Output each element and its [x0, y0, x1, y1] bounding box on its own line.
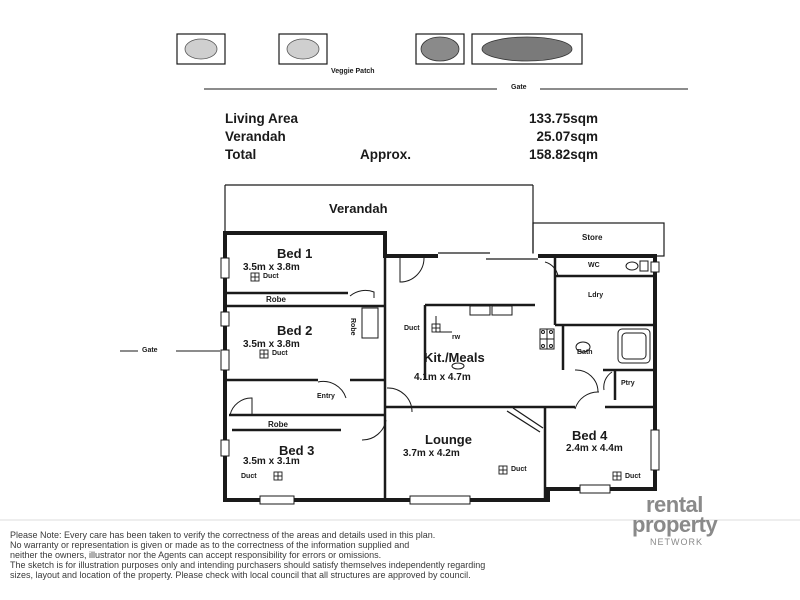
verandah-outline: [224, 184, 665, 257]
bed1-name: Bed 1: [277, 246, 313, 261]
kitchen-name: Kit./Meals: [424, 350, 485, 365]
ptry-label: Ptry: [621, 380, 635, 387]
disclaimer-line1: Please Note: Every care has been taken t…: [10, 530, 436, 540]
bed1-dims: 3.5m x 3.8m: [243, 262, 300, 273]
total-area-value: 158.82sqm: [528, 147, 598, 162]
wc-label: WC: [588, 262, 600, 269]
total-area-label: Total: [225, 147, 257, 162]
door-swings: [229, 257, 613, 441]
watermark-line3: NETWORK: [650, 537, 703, 547]
disclaimer-line2: No warranty or representation is given o…: [10, 540, 410, 550]
total-approx-label: Approx.: [360, 147, 412, 162]
bathroom-fixtures: [575, 260, 651, 364]
verandah-label: Verandah: [329, 201, 388, 216]
living-area-label: Living Area: [225, 111, 299, 126]
lounge-dims: 3.7m x 4.2m: [403, 448, 460, 459]
veggie-patch-label: Veggie Patch: [331, 68, 375, 75]
bed2-name: Bed 2: [277, 323, 313, 338]
bed3-dims: 3.5m x 3.1m: [243, 456, 300, 467]
bed2-dims: 3.5m x 3.8m: [243, 339, 300, 350]
disclaimer-line3: neither the owners, illustrator nor the …: [10, 550, 382, 560]
fireplace: [506, 407, 544, 433]
duct-icons: [250, 272, 622, 481]
bed4-duct-label: Duct: [625, 473, 641, 480]
bed3-name: Bed 3: [279, 443, 315, 458]
store-label: Store: [582, 233, 603, 242]
bed1-robe-label: Robe: [266, 295, 286, 304]
kitchen-duct-label: Duct: [404, 325, 420, 332]
bed3-duct-label: Duct: [241, 473, 257, 480]
sliding-door: [438, 252, 538, 260]
verandah-area-label: Verandah: [225, 129, 286, 144]
windows: [220, 257, 660, 505]
kitchen-dims: 4.1m x 4.7m: [414, 372, 471, 383]
veggie-patch: [176, 33, 583, 65]
living-area-value: 133.75sqm: [528, 111, 598, 126]
ldry-label: Ldry: [588, 292, 604, 299]
watermark-line2: property: [632, 512, 718, 537]
side-gate-label: Gate: [142, 347, 158, 354]
bed1-duct-label: Duct: [263, 273, 279, 280]
kitchen-rw-label: rw: [452, 334, 461, 341]
top-gate-label: Gate: [508, 84, 530, 91]
lounge-name: Lounge: [425, 432, 472, 447]
disclaimer-line4: The sketch is for illustration purposes …: [10, 560, 486, 570]
verandah-area-value: 25.07sqm: [536, 129, 598, 144]
bed2-duct-label: Duct: [272, 350, 288, 357]
disclaimer-line5: sizes, layout and location of the proper…: [10, 570, 471, 580]
bed4-dims: 2.4m x 4.4m: [566, 443, 623, 454]
watermark-line1: rental: [646, 492, 703, 517]
bed4-name: Bed 4: [572, 428, 608, 443]
bed3-robe-label: Robe: [268, 420, 288, 429]
robe-vertical-label: Robe: [349, 318, 356, 336]
lounge-duct-label: Duct: [511, 466, 527, 473]
bath-label: Bath: [577, 349, 593, 356]
entry-label: Entry: [317, 393, 335, 400]
robe-box: [361, 307, 379, 339]
interior-walls: [225, 233, 655, 500]
